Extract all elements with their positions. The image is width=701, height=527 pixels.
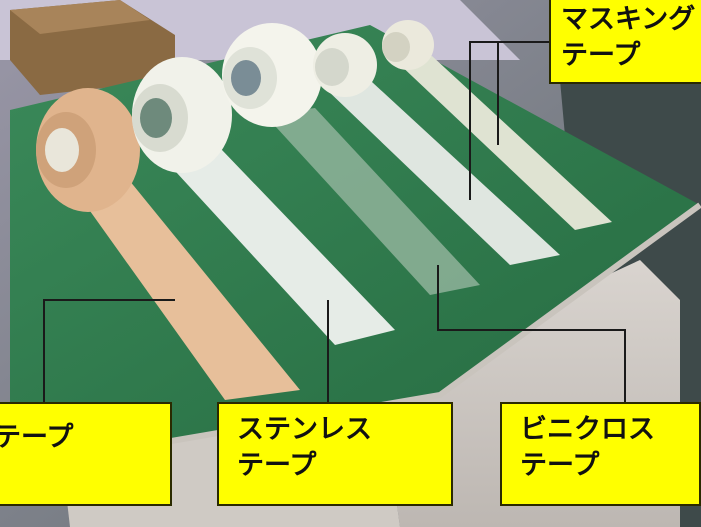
callout-vinycloth-tape: ビニクロス テープ [500,402,701,506]
cardboard-box-top [10,0,150,34]
callout-stainless-line2: テープ [237,450,317,481]
table-edge [59,202,701,463]
callout-vinycloth-line2: テープ [520,450,600,481]
callout-cloth-tape: テープ [0,402,172,506]
callout-stainless-tape: ステンレス テープ [217,402,453,506]
tape-strip-cloth [75,175,300,400]
tape-roll-cloth [36,88,140,212]
callout-vinycloth-line1: ビニクロス [520,414,655,445]
leader-line-masking [469,41,549,200]
callout-stainless-line1: ステンレス [237,414,372,445]
leader-line-cloth [43,299,175,402]
tape-strip-masking [395,56,612,230]
tape-strip-stainless [165,150,395,345]
tape-roll-vinycloth [222,23,322,127]
callout-masking-line2: テープ [561,40,641,71]
tape-roll-masking [382,20,434,70]
callout-masking-tape: マスキング テープ [549,0,701,84]
tape-strip-vinycloth [265,108,480,295]
tape-strip-white [325,82,560,265]
leader-line-vinycloth [437,265,626,402]
tape-roll-stainless [132,57,232,173]
callout-cloth-line1: テープ [0,422,74,453]
callout-masking-line1: マスキング [561,4,696,35]
tape-roll-white [313,33,377,97]
